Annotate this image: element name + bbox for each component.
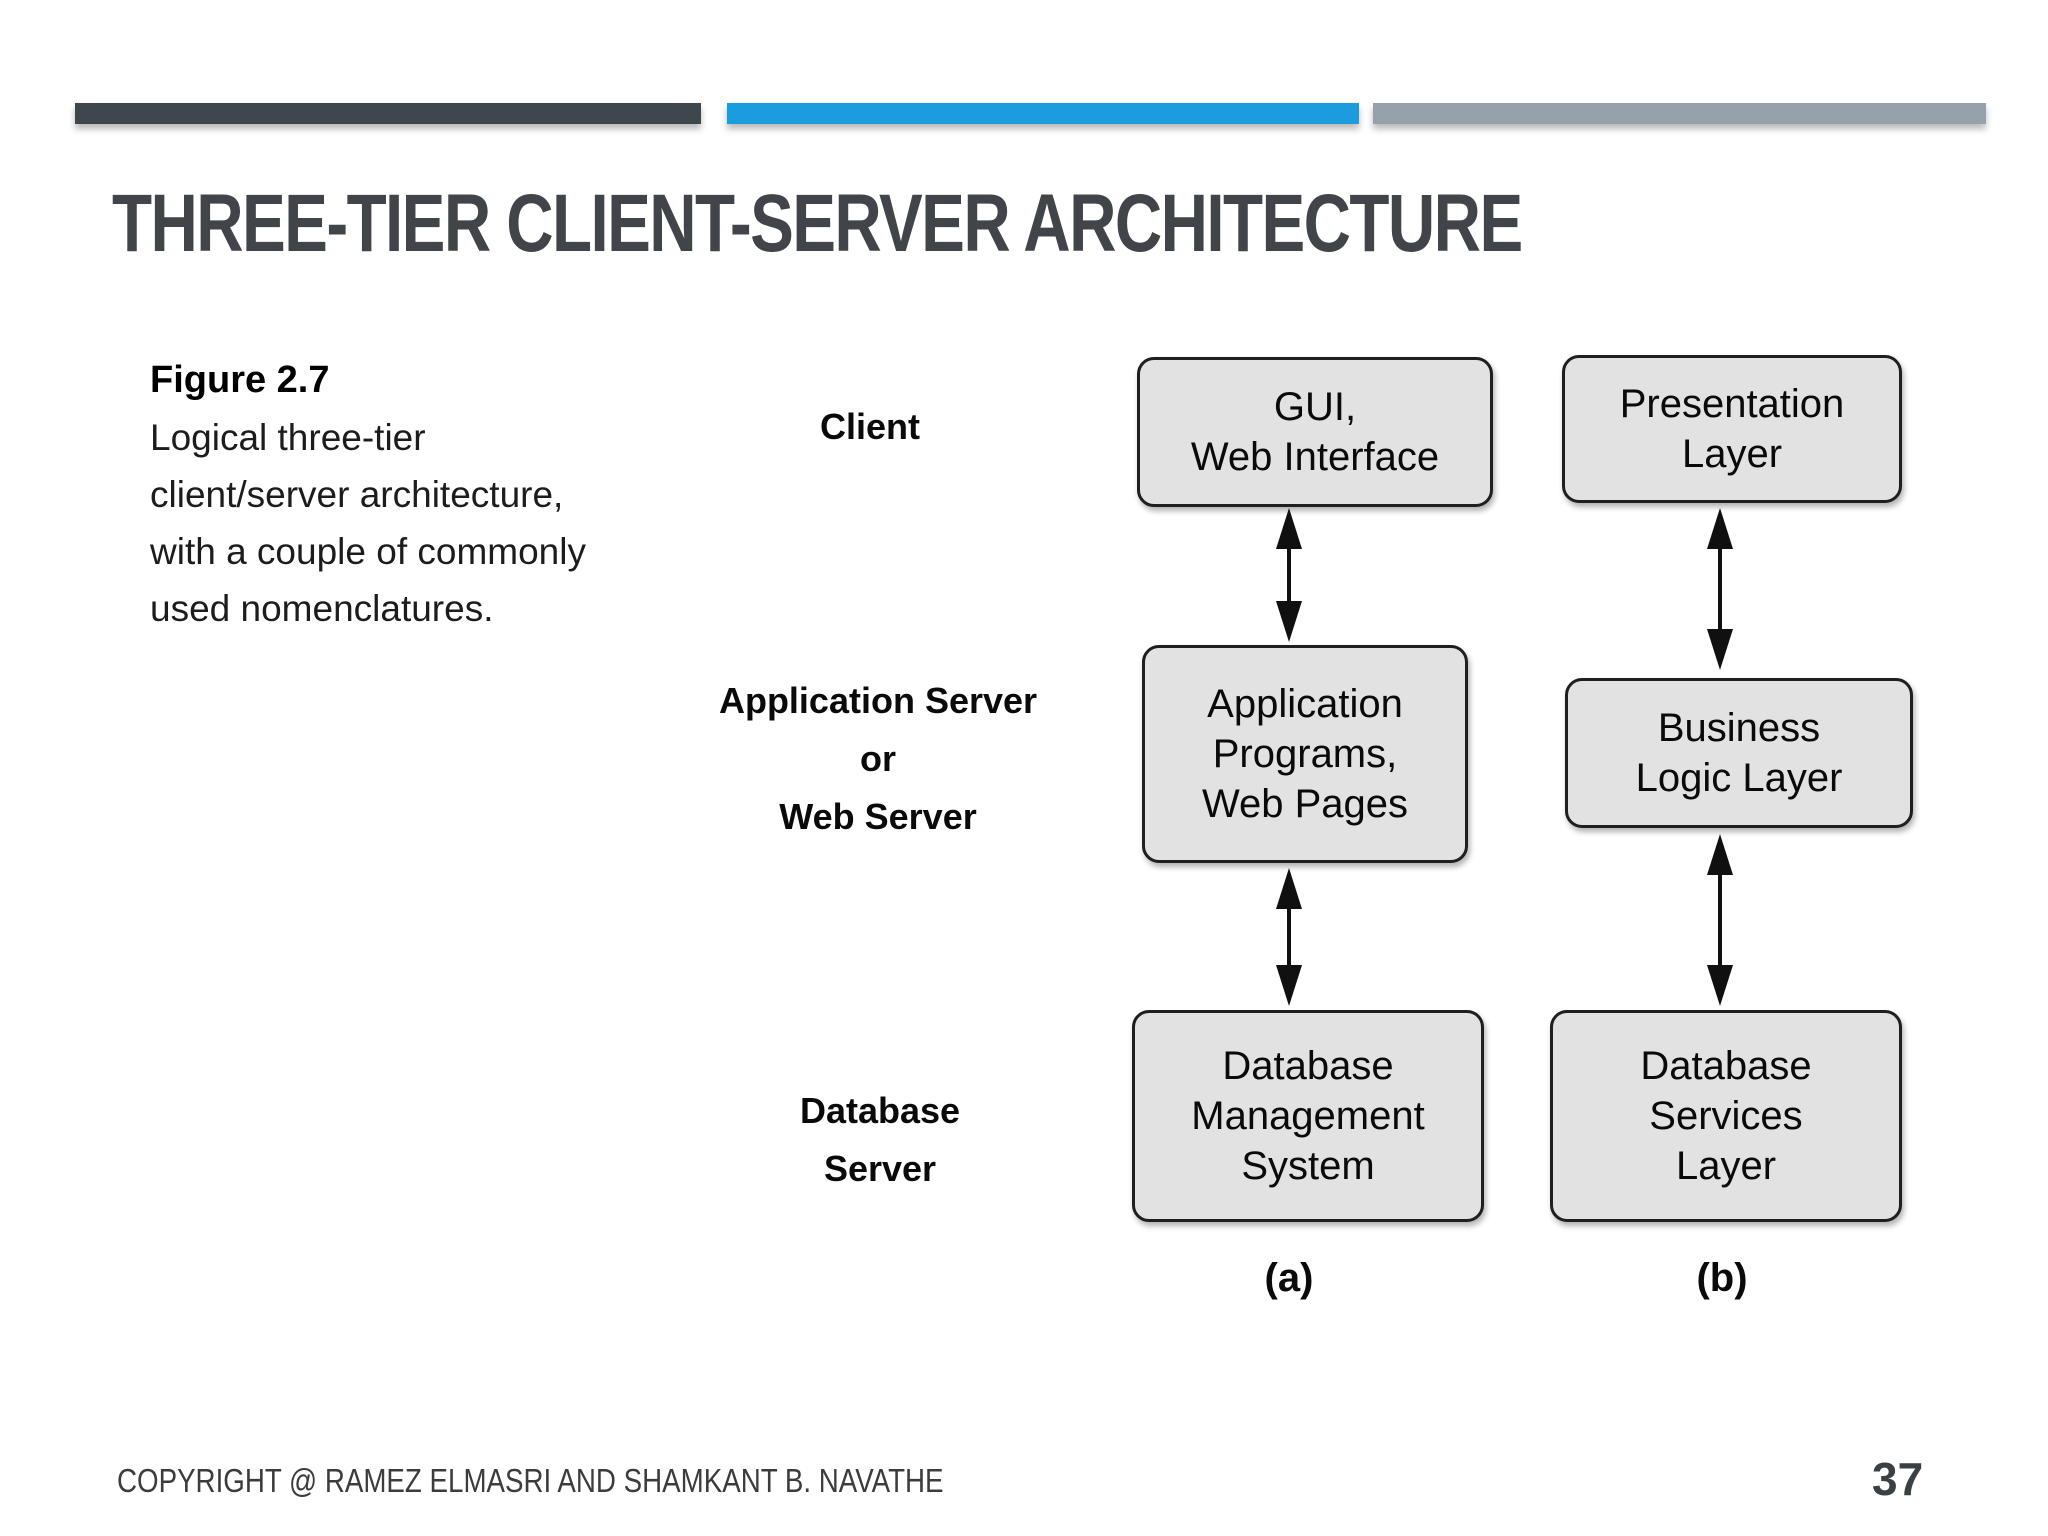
- box-presentation-layer: Presentation Layer: [1562, 355, 1902, 503]
- copyright-text: COPYRIGHT @ RAMEZ ELMASRI AND SHAMKANT B…: [117, 1462, 944, 1499]
- arrow-head-up-icon: [1276, 508, 1302, 549]
- box-line: Layer: [1681, 432, 1783, 476]
- arrow-head-up-icon: [1276, 868, 1302, 909]
- row-label-line: Web Server: [779, 796, 977, 837]
- row-label-line: Database: [799, 1090, 961, 1131]
- double-arrow-icon: [1706, 834, 1734, 1006]
- accent-bar-blue: [727, 103, 1359, 124]
- double-arrow-icon: [1275, 508, 1303, 642]
- row-label-line: Client: [819, 406, 920, 447]
- box-line: Business: [1657, 706, 1821, 750]
- box-line: Database: [1640, 1044, 1812, 1088]
- figure-caption-line: used nomenclatures.: [150, 588, 494, 629]
- page-number: 37: [1872, 1453, 1924, 1505]
- figure-caption-line: Logical three-tier: [150, 417, 426, 458]
- box-line: Layer: [1675, 1144, 1777, 1188]
- arrow-shaft: [1287, 909, 1291, 965]
- box-line: Database: [1222, 1044, 1394, 1088]
- arrow-head-down-icon: [1707, 965, 1733, 1006]
- arrow-head-up-icon: [1707, 834, 1733, 875]
- page-title: THREE-TIER CLIENT-SERVER ARCHITECTURE: [112, 178, 1523, 269]
- box-line: Web Interface: [1190, 435, 1440, 479]
- arrow-head-up-icon: [1707, 508, 1733, 549]
- row-label-application-server: Application Server or Web Server: [678, 672, 1078, 846]
- box-line: Programs,: [1212, 732, 1398, 776]
- box-line: GUI,: [1273, 385, 1357, 429]
- row-label-database-server: Database Server: [780, 1082, 980, 1198]
- arrow-shaft: [1718, 875, 1722, 965]
- arrow-head-down-icon: [1276, 965, 1302, 1006]
- row-label-line: Server: [823, 1148, 937, 1189]
- box-line: Presentation: [1619, 382, 1845, 426]
- box-application-programs: Application Programs, Web Pages: [1142, 645, 1468, 863]
- arrow-head-down-icon: [1707, 629, 1733, 670]
- column-label-b: (b): [1696, 1256, 1748, 1300]
- box-database-services-layer: Database Services Layer: [1550, 1010, 1902, 1222]
- arrow-shaft: [1287, 549, 1291, 601]
- box-gui-web-interface: GUI, Web Interface: [1137, 357, 1493, 507]
- arrow-head-down-icon: [1276, 601, 1302, 642]
- accent-bar-dark: [75, 103, 701, 124]
- box-line: Management: [1191, 1094, 1425, 1138]
- figure-caption-line: with a couple of commonly: [150, 531, 586, 572]
- box-line: Web Pages: [1201, 782, 1409, 826]
- row-label-line: or: [860, 738, 896, 779]
- box-line: Application: [1207, 682, 1403, 726]
- double-arrow-icon: [1275, 868, 1303, 1006]
- row-label-client: Client: [770, 398, 970, 456]
- box-line: System: [1241, 1144, 1375, 1188]
- row-label-line: Application Server: [718, 680, 1038, 721]
- figure-caption-heading: Figure 2.7: [150, 359, 330, 401]
- box-line: Logic Layer: [1635, 756, 1843, 800]
- box-database-management-system: Database Management System: [1132, 1010, 1484, 1222]
- figure-caption-line: client/server architecture,: [150, 474, 564, 515]
- arrow-shaft: [1718, 549, 1722, 629]
- box-business-logic-layer: Business Logic Layer: [1565, 678, 1913, 828]
- accent-bar-gray: [1373, 103, 1986, 124]
- column-label-a: (a): [1264, 1256, 1314, 1300]
- double-arrow-icon: [1706, 508, 1734, 670]
- box-line: Services: [1649, 1094, 1803, 1138]
- figure-caption: Figure 2.7 Logical three-tier client/ser…: [150, 352, 586, 637]
